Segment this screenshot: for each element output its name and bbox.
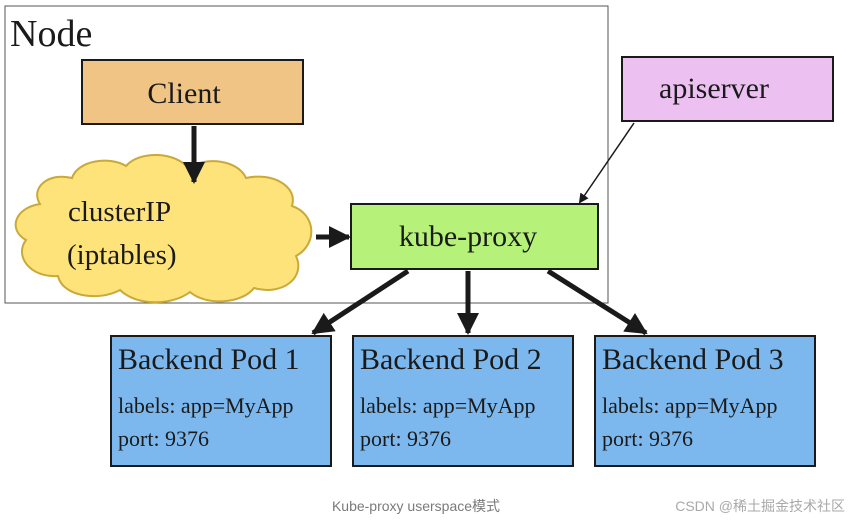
backend-pod-1-box bbox=[110, 335, 332, 467]
backend-pod-3-labels: labels: app=MyApp bbox=[602, 393, 778, 418]
node-container bbox=[4, 5, 609, 304]
cluster-ip-label-line1: clusterIP bbox=[68, 196, 171, 228]
backend-pod-3-box bbox=[594, 335, 816, 467]
node-label: Node bbox=[10, 13, 92, 55]
cluster-ip-label-line2: (iptables) bbox=[67, 239, 177, 271]
apiserver-box bbox=[621, 56, 834, 122]
arrow-kube-proxy-to-pod1 bbox=[311, 268, 410, 336]
arrow-apiserver-to-kube-proxy bbox=[578, 122, 635, 204]
backend-pod-1-labels: labels: app=MyApp bbox=[118, 393, 294, 418]
backend-pod-2-labels: labels: app=MyApp bbox=[360, 393, 536, 418]
backend-pod-2-title: Backend Pod 2 bbox=[360, 343, 542, 376]
backend-pod-1-port: port: 9376 bbox=[118, 426, 209, 451]
kube-proxy-box bbox=[350, 203, 599, 270]
kube-proxy-label: kube-proxy bbox=[399, 220, 537, 253]
apiserver-label: apiserver bbox=[659, 72, 769, 105]
client-box bbox=[81, 59, 304, 125]
cluster-ip-cloud bbox=[14, 153, 313, 304]
arrow-kube-proxy-to-pod3 bbox=[546, 268, 648, 336]
backend-pod-3-port: port: 9376 bbox=[602, 426, 693, 451]
backend-pod-3-title: Backend Pod 3 bbox=[602, 343, 784, 376]
backend-pod-2-box bbox=[352, 335, 574, 467]
watermark: CSDN @稀土掘金技术社区 bbox=[675, 498, 845, 514]
backend-pod-1-title: Backend Pod 1 bbox=[118, 343, 300, 376]
client-label: Client bbox=[147, 77, 221, 110]
backend-pod-2-port: port: 9376 bbox=[360, 426, 451, 451]
figure-caption: Kube-proxy userspace模式 bbox=[331, 498, 501, 514]
